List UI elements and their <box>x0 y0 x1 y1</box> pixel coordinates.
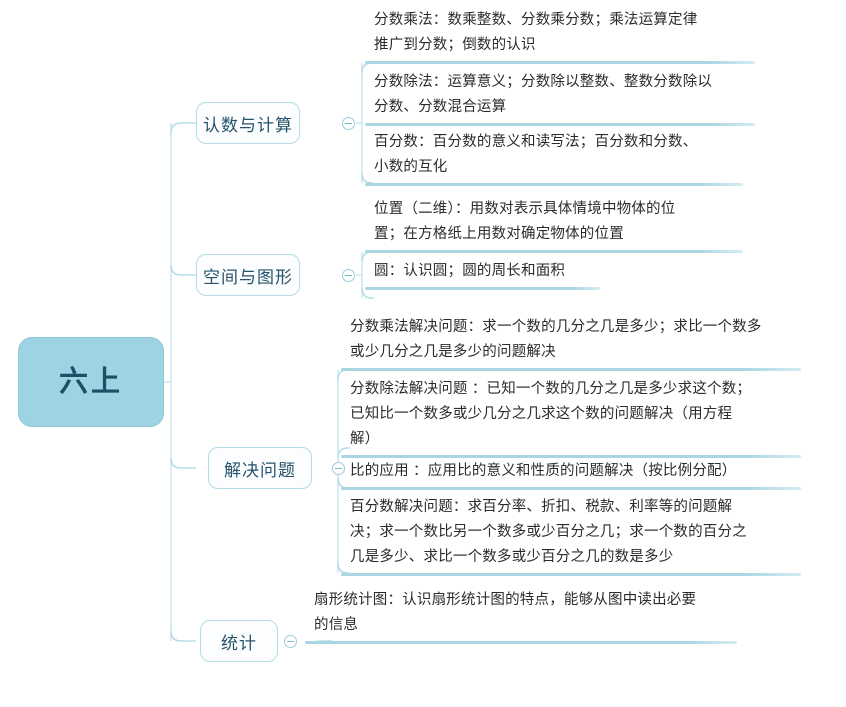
leaf-underline <box>365 250 743 253</box>
leaf-node[interactable]: 位置（二维）：用数对表示具体情境中物体的位 置；在方格纸上用数对确定物体的位置 <box>365 197 743 253</box>
leaf-text: 比的应用 ：应用比的意义和性质的问题解决（按比例分配） <box>350 463 737 479</box>
leaf-node[interactable]: 比的应用 ：应用比的意义和性质的问题解决（按比例分配） <box>341 459 801 490</box>
branch-node-tongji[interactable]: 统计 <box>200 620 278 662</box>
branch-label: 空间与图形 <box>203 267 293 287</box>
leaf-underline <box>305 641 737 644</box>
collapse-toggle-kongjianyutuxing[interactable] <box>342 269 355 282</box>
leaf-underline <box>341 368 801 371</box>
leaf-underline <box>365 183 743 186</box>
root-node[interactable]: 六上 <box>18 337 164 427</box>
leaf-text: 扇形统计图：认识扇形统计图的特点，能够从图中读出必要 的信息 <box>314 592 697 633</box>
leaf-text: 分数除法解决问题 ：已知一个数的几分之几是多少求这个数； 已知比一个数多或少几分… <box>350 381 752 447</box>
leaf-node[interactable]: 圆：认识圆；圆的周长和面积 <box>365 259 600 290</box>
branch-node-kongjianyutuxing[interactable]: 空间与图形 <box>196 254 300 296</box>
branch-node-renshuyujisuan[interactable]: 认数与计算 <box>196 102 300 144</box>
collapse-toggle-renshuyujisuan[interactable] <box>342 117 355 130</box>
leaf-text: 分数乘法：数乘整数、分数乘分数；乘法运算定律 推广到分数；倒数的认识 <box>374 12 698 53</box>
leaf-underline <box>365 123 755 126</box>
leaf-text: 百分数解决问题：求百分率、折扣、税款、利率等的问题解 决；求一个数比另一个数多或… <box>350 499 747 565</box>
leaf-underline <box>365 61 755 64</box>
branch-label: 统计 <box>221 633 257 653</box>
leaf-node[interactable]: 百分数解决问题：求百分率、折扣、税款、利率等的问题解 决；求一个数比另一个数多或… <box>341 495 801 576</box>
leaf-underline <box>341 455 801 458</box>
collapse-toggle-jiejuewenti[interactable] <box>332 462 345 475</box>
leaf-text: 位置（二维）：用数对表示具体情境中物体的位 置；在方格纸上用数对确定物体的位置 <box>374 201 676 242</box>
branch-label: 认数与计算 <box>203 115 293 135</box>
leaf-node[interactable]: 扇形统计图：认识扇形统计图的特点，能够从图中读出必要 的信息 <box>305 588 737 644</box>
leaf-text: 圆：认识圆；圆的周长和面积 <box>374 263 566 279</box>
root-label: 六上 <box>58 365 123 398</box>
leaf-node[interactable]: 分数除法：运算意义；分数除以整数、整数分数除以 分数、分数混合运算 <box>365 70 755 126</box>
collapse-toggle-tongji[interactable] <box>284 635 297 648</box>
leaf-node[interactable]: 分数乘法：数乘整数、分数乘分数；乘法运算定律 推广到分数；倒数的认识 <box>365 8 755 64</box>
leaf-node[interactable]: 百分数：百分数的意义和读写法；百分数和分数、 小数的互化 <box>365 130 743 186</box>
leaf-text: 百分数：百分数的意义和读写法；百分数和分数、 小数的互化 <box>374 134 698 175</box>
leaf-underline <box>365 287 600 290</box>
leaf-node[interactable]: 分数乘法解决问题：求一个数的几分之几是多少；求比一个数多 或少几分之几是多少的问… <box>341 315 801 371</box>
leaf-node[interactable]: 分数除法解决问题 ：已知一个数的几分之几是多少求这个数； 已知比一个数多或少几分… <box>341 377 801 458</box>
leaf-underline <box>341 573 801 576</box>
leaf-underline <box>341 487 801 490</box>
leaf-text: 分数乘法解决问题：求一个数的几分之几是多少；求比一个数多 或少几分之几是多少的问… <box>350 319 762 360</box>
branch-node-jiejuewenti[interactable]: 解决问题 <box>208 447 312 489</box>
leaf-text: 分数除法：运算意义；分数除以整数、整数分数除以 分数、分数混合运算 <box>374 74 713 115</box>
branch-label: 解决问题 <box>224 460 296 480</box>
